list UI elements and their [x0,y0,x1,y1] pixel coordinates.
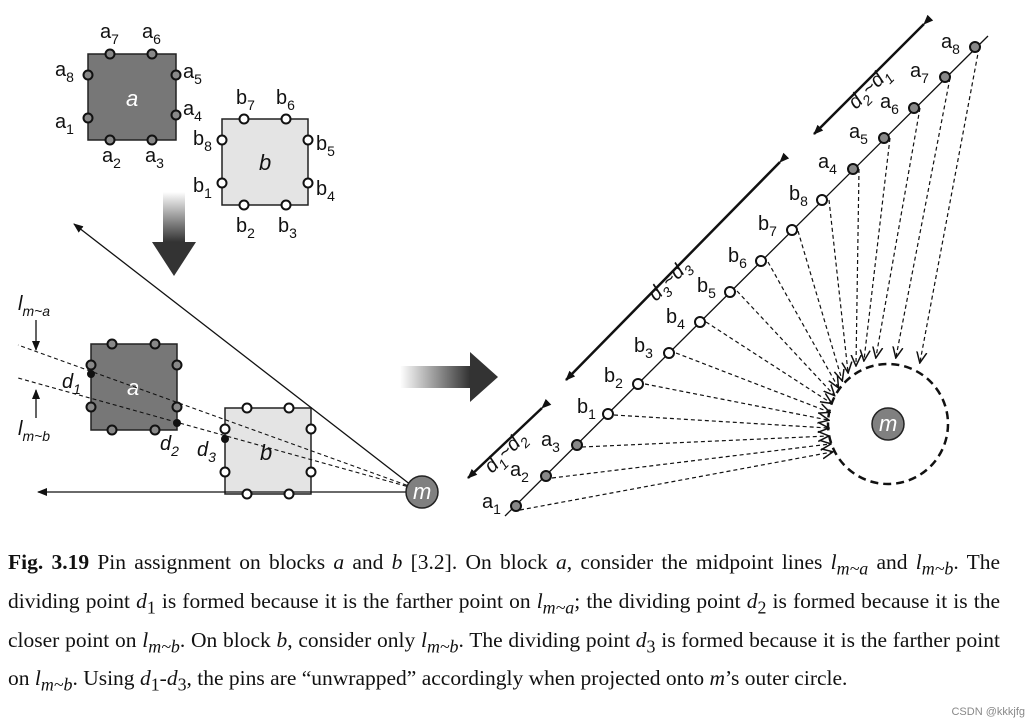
svg-text:b3: b3 [278,215,297,241]
svg-text:b8: b8 [193,128,212,154]
svg-text:a6: a6 [880,91,899,117]
svg-text:b1: b1 [577,396,596,422]
svg-text:b1: b1 [193,175,212,201]
block-b-top [221,118,309,206]
svg-text:a5: a5 [183,61,202,87]
svg-text:a3: a3 [541,429,560,455]
outer-circle [826,362,950,486]
svg-text:b6: b6 [728,245,747,271]
svg-text:b8: b8 [789,183,808,209]
svg-text:a1: a1 [55,111,74,137]
svg-text:b5: b5 [697,275,716,301]
watermark: CSDN @kkkjfg [951,706,1025,718]
svg-text:d1: d1 [62,371,81,397]
center-m-right [871,407,905,441]
svg-text:a4: a4 [818,151,837,177]
svg-text:a1: a1 [482,491,501,517]
svg-text:a2: a2 [510,459,529,485]
svg-text:a7: a7 [100,21,119,47]
block-a-top [87,53,177,141]
svg-text:a3: a3 [145,145,164,171]
svg-text:b7: b7 [758,213,777,239]
svg-text:a4: a4 [183,98,202,124]
svg-text:d3: d3 [197,439,216,465]
svg-text:lm~a: lm~a [18,293,50,319]
svg-text:m: m [413,479,431,504]
svg-text:a5: a5 [849,121,868,147]
svg-text:b: b [260,440,272,465]
figure-caption: Fig. 3.19 Pin assignment on blocks a and… [8,550,1001,695]
center-m-left [405,475,439,509]
svg-text:d3~d3: d3~d3 [644,255,698,309]
svg-text:a7: a7 [910,60,929,86]
svg-text:lm~b: lm~b [18,418,50,444]
unwrapped-projection: a1 a2 a3 b1 b2 b3 b4 b5 b6 b7 b8 a4 a5 a… [467,14,989,517]
svg-text:a8: a8 [55,59,74,85]
fig-number: Fig. 3.19 [8,550,90,574]
svg-text:a6: a6 [142,21,161,47]
pin-assignment-diagram: a b a7 a6 a5 a4 a2 a3 a8 a1 b7 [17,14,989,517]
svg-text:b6: b6 [276,87,295,113]
svg-text:b2: b2 [236,215,255,241]
svg-text:b4: b4 [316,178,335,204]
svg-text:d2: d2 [160,433,179,459]
svg-text:a8: a8 [941,31,960,57]
svg-text:b3: b3 [634,335,653,361]
svg-text:b5: b5 [316,133,335,159]
svg-text:a2: a2 [102,145,121,171]
svg-text:a: a [127,375,139,400]
block-b-label-top: b [259,150,271,175]
down-arrow-icon [152,192,196,276]
svg-text:b2: b2 [604,365,623,391]
svg-text:b7: b7 [236,87,255,113]
bottom-left-construction: a b d1 d2 d3 lm~a lm~b [17,223,439,509]
block-a-label-top: a [126,86,138,111]
svg-text:b4: b4 [666,306,685,332]
top-blocks: a b a7 a6 a5 a4 a2 a3 a8 a1 b7 [55,21,335,241]
svg-text:m: m [879,411,897,436]
right-arrow-icon [400,352,498,402]
